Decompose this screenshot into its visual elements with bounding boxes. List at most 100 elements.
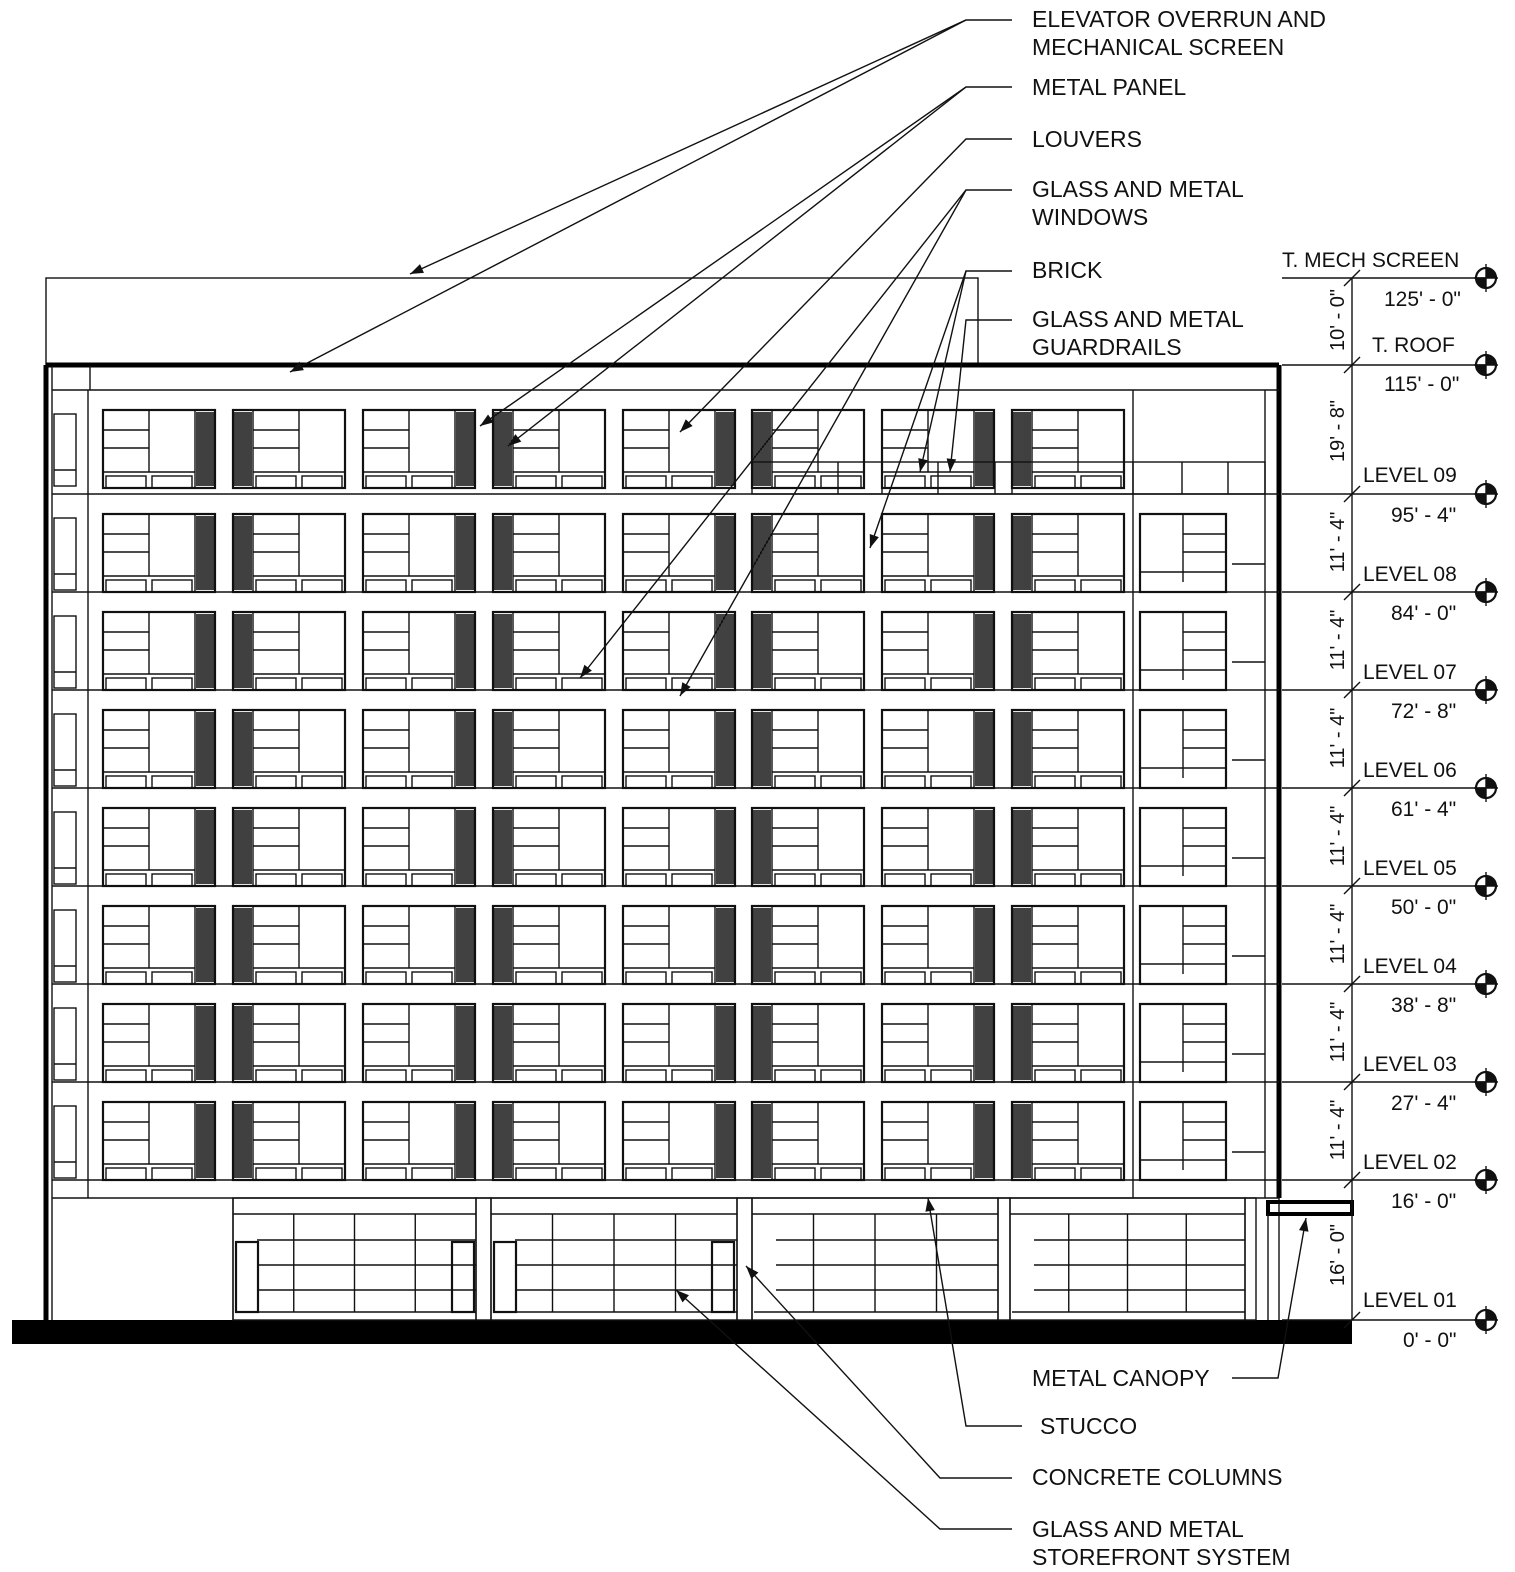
callout-brick: BRICK bbox=[1032, 257, 1103, 283]
leader-storefront-arrowhead bbox=[676, 1290, 689, 1303]
window-bay-r3-c2 bbox=[361, 708, 477, 790]
window-bay-r0-c7 bbox=[1010, 408, 1126, 490]
level-name-t-mech-screen: T. MECH SCREEN bbox=[1282, 249, 1459, 272]
lower-pane-left bbox=[365, 1167, 407, 1181]
callout-stucco: STUCCO bbox=[1040, 1413, 1137, 1439]
louver-panel bbox=[1011, 905, 1033, 985]
dim-level-08: 11' - 4" bbox=[1327, 610, 1349, 671]
lower-pane-left bbox=[774, 475, 816, 489]
lower-pane-right bbox=[561, 579, 603, 593]
window-bay-r6-c5 bbox=[750, 1002, 866, 1084]
lower-pane-left bbox=[774, 873, 816, 887]
lower-pane-right bbox=[301, 579, 343, 593]
window-bay-r4-c3 bbox=[491, 806, 607, 888]
dimension-tick-7 bbox=[1343, 975, 1361, 993]
lower-pane-left bbox=[105, 677, 147, 691]
window-bay-r7-c5 bbox=[750, 1100, 866, 1182]
lower-pane-right bbox=[1080, 775, 1122, 789]
louver-panel bbox=[973, 905, 995, 985]
lower-pane-right bbox=[671, 971, 713, 985]
callout-glass-windows-line1: GLASS AND METAL bbox=[1032, 176, 1244, 202]
leader-windows-b-arrowhead bbox=[680, 682, 691, 696]
lower-pane-left bbox=[255, 873, 297, 887]
callout-metal-panel: METAL PANEL bbox=[1032, 74, 1186, 100]
storefront bbox=[232, 1197, 1257, 1321]
window-bay-r5-c1 bbox=[231, 904, 347, 986]
lower-pane-left bbox=[365, 677, 407, 691]
louver-panel bbox=[714, 1003, 736, 1083]
louver-panel bbox=[492, 807, 514, 887]
lower-pane-left bbox=[105, 1069, 147, 1083]
leader-brick-a-arrowhead bbox=[869, 534, 879, 548]
level-target-quad-a-4 bbox=[1486, 680, 1496, 690]
leader-elevator-a-arrowhead bbox=[410, 264, 424, 274]
louver-panel bbox=[1011, 513, 1033, 593]
level-name-01: LEVEL 01 bbox=[1363, 1289, 1457, 1312]
window-bay-r6-c1 bbox=[231, 1002, 347, 1084]
level-markers bbox=[1282, 264, 1498, 1334]
lower-pane-left bbox=[105, 475, 147, 489]
lower-pane-right bbox=[411, 579, 453, 593]
louver-panel bbox=[751, 513, 773, 593]
lower-pane-right bbox=[671, 677, 713, 691]
level-target-quad-a-7 bbox=[1486, 974, 1496, 984]
louver-panel bbox=[232, 409, 254, 489]
callout-storefront-line2: STOREFRONT SYSTEM bbox=[1032, 1544, 1291, 1570]
lower-pane-left bbox=[255, 475, 297, 489]
window-bay-r0-c6 bbox=[880, 408, 996, 490]
window-bay-r4-c1 bbox=[231, 806, 347, 888]
lower-pane-right bbox=[411, 1069, 453, 1083]
dim-mech-screen: 10' - 0" bbox=[1327, 289, 1349, 351]
side-panel-2 bbox=[53, 615, 77, 689]
lower-pane-right bbox=[820, 1167, 862, 1181]
leader-louvers-arrowhead bbox=[680, 419, 693, 432]
level-target-quad-a-9 bbox=[1486, 1170, 1496, 1180]
lower-pane-left bbox=[105, 873, 147, 887]
window-bay-r4-c0 bbox=[101, 806, 217, 888]
lower-pane-left bbox=[774, 1069, 816, 1083]
lower-pane-left bbox=[625, 677, 667, 691]
level-name-03: LEVEL 03 bbox=[1363, 1053, 1457, 1076]
lower-pane-right bbox=[561, 1069, 603, 1083]
lower-pane-left bbox=[884, 677, 926, 691]
louver-panel bbox=[973, 1101, 995, 1181]
window-bay-r6-c0 bbox=[101, 1002, 217, 1084]
leader-stucco bbox=[927, 1197, 1022, 1427]
louver-panel bbox=[454, 905, 476, 985]
leader-windows-a-arrowhead bbox=[580, 664, 592, 678]
lower-pane-left bbox=[365, 475, 407, 489]
metal-canopy bbox=[1266, 1200, 1354, 1216]
callout-glass-windows-line2: WINDOWS bbox=[1032, 204, 1148, 230]
lower-pane-right bbox=[301, 971, 343, 985]
level-name-02: LEVEL 02 bbox=[1363, 1151, 1457, 1174]
louver-panel bbox=[232, 1101, 254, 1181]
window-bay-r1-c5 bbox=[750, 512, 866, 594]
louver-panel bbox=[1011, 1003, 1033, 1083]
window-bay-r5-c0 bbox=[101, 904, 217, 986]
lower-pane-right bbox=[411, 775, 453, 789]
dim-level-04: 11' - 4" bbox=[1327, 1002, 1349, 1063]
level-elev-t-roof: 115' - 0" bbox=[1384, 373, 1459, 396]
louver-panel bbox=[232, 905, 254, 985]
lower-pane-right bbox=[151, 971, 193, 985]
louver-panel bbox=[714, 409, 736, 489]
window-bay-r2-c6 bbox=[880, 610, 996, 692]
lower-pane-left bbox=[884, 775, 926, 789]
lower-pane-left bbox=[774, 1167, 816, 1181]
building-facade bbox=[12, 277, 1354, 1344]
level-name-09: LEVEL 09 bbox=[1363, 464, 1457, 487]
lower-pane-left bbox=[774, 971, 816, 985]
leader-elevator-a bbox=[409, 19, 1012, 275]
callout-guardrails-line1: GLASS AND METAL bbox=[1032, 306, 1244, 332]
callout-elevator-line1: ELEVATOR OVERRUN AND bbox=[1032, 6, 1326, 32]
lower-pane-right bbox=[151, 873, 193, 887]
window-bay-r3-c6 bbox=[880, 708, 996, 790]
dim-level-09: 11' - 4" bbox=[1327, 512, 1349, 573]
louver-panel bbox=[492, 1003, 514, 1083]
window-bay-r3-c0 bbox=[101, 708, 217, 790]
level-name-07: LEVEL 07 bbox=[1363, 661, 1457, 684]
leader-louvers bbox=[679, 138, 1012, 433]
window-bay-r0-c4 bbox=[621, 408, 737, 490]
window-bay-r2-c5 bbox=[750, 610, 866, 692]
louver-panel bbox=[232, 513, 254, 593]
